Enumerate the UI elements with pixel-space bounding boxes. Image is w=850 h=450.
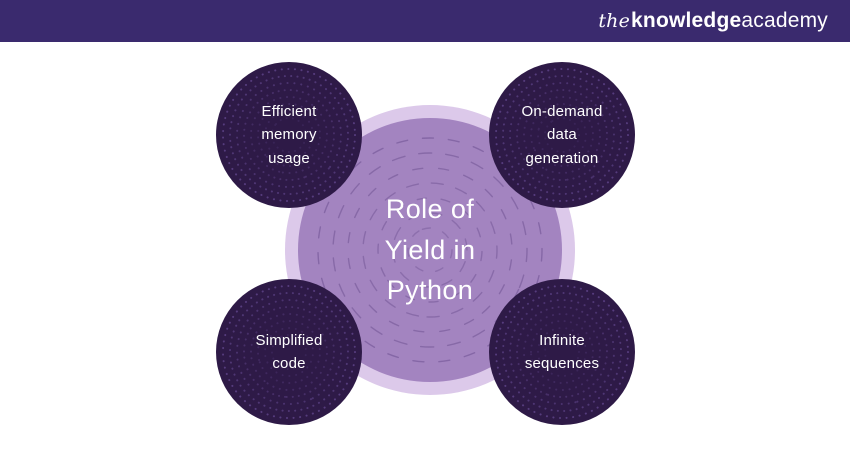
dot-texture xyxy=(495,68,629,202)
dot-texture xyxy=(222,68,356,202)
logo-knowledge: knowledge xyxy=(631,9,742,32)
node-simplified-code: Simplified code xyxy=(216,279,362,425)
dot-texture xyxy=(495,285,629,419)
node-label: On-demand data generation xyxy=(521,103,603,167)
logo-academy: academy xyxy=(741,9,828,32)
node-infinite-sequences: Infinite sequences xyxy=(489,279,635,425)
node-efficient-memory-usage: Efficient memory usage xyxy=(216,62,362,208)
logo-the: the xyxy=(598,10,631,32)
dot-texture xyxy=(222,285,356,419)
center-title: Role of Yield in Python xyxy=(384,194,476,306)
node-label: Efficient memory usage xyxy=(261,103,317,167)
node-label: Infinite sequences xyxy=(524,331,600,372)
dash-texture xyxy=(317,137,543,363)
node-on-demand-data-generation: On-demand data generation xyxy=(489,62,635,208)
node-label: Simplified code xyxy=(255,331,323,372)
